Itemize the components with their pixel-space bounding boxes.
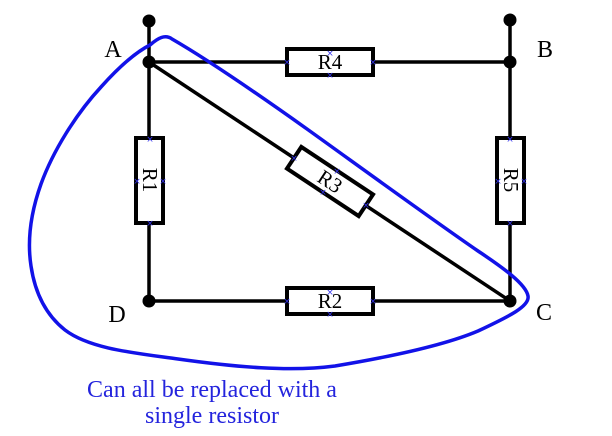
resistor-r5-label: R5 — [499, 168, 523, 193]
anchor-mark: × — [494, 177, 502, 187]
anchor-mark: × — [369, 58, 377, 68]
caption: Can all be replaced with a single resist… — [87, 377, 337, 429]
anchor-mark: × — [146, 219, 154, 229]
anchor-mark: × — [369, 297, 377, 307]
node-d-label: D — [108, 302, 125, 328]
anchor-mark: × — [506, 219, 514, 229]
caption-line-1: Can all be replaced with a — [87, 377, 337, 403]
anchor-mark: × — [326, 288, 334, 298]
highlight-loop — [27, 35, 530, 371]
resistor-r5-body — [495, 136, 526, 225]
resistor-r3: R3 — [284, 144, 376, 219]
anchor-mark: × — [326, 310, 334, 320]
node-c-dot — [503, 294, 517, 308]
node-a-label: A — [104, 37, 122, 63]
resistor-r1: R1 — [134, 136, 165, 225]
terminal-dot-above-a — [142, 14, 156, 28]
resistor-r4: R4 — [285, 47, 375, 77]
anchor-mark: × — [283, 297, 291, 307]
resistor-r5: R5 — [495, 136, 526, 225]
caption-line-2: single resistor — [145, 403, 279, 429]
anchor-mark: × — [506, 135, 514, 145]
resistor-r1-label: R1 — [138, 168, 162, 193]
anchor-mark: × — [146, 135, 154, 145]
resistor-r3-body — [284, 144, 376, 219]
node-c-label: C — [536, 300, 552, 326]
anchor-mark: × — [520, 177, 528, 187]
anchor-mark: × — [319, 188, 327, 198]
anchor-mark: × — [133, 177, 141, 187]
anchor-mark: × — [333, 167, 341, 177]
node-a-dot — [142, 55, 156, 69]
anchor-mark: × — [159, 177, 167, 187]
anchor-mark: × — [326, 71, 334, 81]
anchor-mark: × — [283, 58, 291, 68]
anchor-mark: × — [290, 154, 298, 164]
resistor-r2-label: R2 — [318, 289, 343, 313]
anchor-marks: × × × × × × × × × × × × × × × × × × × × — [133, 49, 528, 320]
anchor-mark: × — [326, 49, 334, 59]
resistor-r4-body — [285, 47, 375, 77]
node-d-dot — [142, 294, 156, 308]
terminal-dot-above-b — [503, 13, 517, 27]
node-b-dot — [503, 55, 517, 69]
anchor-mark: × — [362, 201, 370, 211]
resistor-r1-body — [134, 136, 165, 225]
resistor-r2-body — [285, 286, 375, 316]
resistor-r4-label: R4 — [318, 50, 343, 74]
node-b-label: B — [537, 37, 553, 63]
resistor-r2: R2 — [285, 286, 375, 316]
